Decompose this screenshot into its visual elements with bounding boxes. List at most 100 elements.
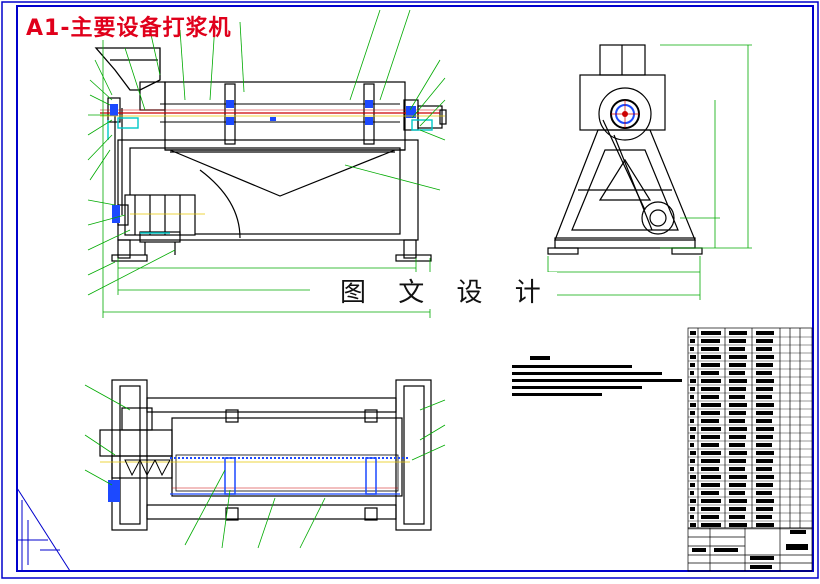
side-view [547, 44, 703, 255]
side-pulley [610, 99, 640, 129]
pulley-icon [641, 201, 675, 235]
parts-row-cell [756, 475, 774, 479]
parts-row-cell [690, 467, 694, 471]
parts-row-cell [690, 371, 694, 375]
parts-row-cell [756, 379, 774, 383]
parts-row-cell [701, 427, 721, 431]
parts-row-cell [690, 523, 696, 527]
parts-row-cell [701, 459, 720, 463]
parts-row-cell [729, 371, 745, 375]
parts-row-cell [756, 459, 773, 463]
parts-row-cell [756, 395, 772, 399]
parts-row-cell [729, 499, 747, 503]
parts-row-cell [756, 483, 773, 487]
technical-notes [512, 356, 682, 396]
parts-row-cell [756, 427, 774, 431]
parts-row-cell [729, 467, 745, 471]
parts-row-cell [729, 363, 746, 367]
parts-row-cell [690, 331, 696, 335]
parts-row-cell [701, 523, 721, 527]
parts-row-cell [701, 443, 719, 447]
parts-row-cell [756, 387, 773, 391]
title-block-fills [692, 530, 808, 569]
front-view [94, 47, 447, 262]
parts-row-cell [729, 507, 746, 511]
motor-icon [124, 194, 196, 236]
parts-row-cell [701, 395, 719, 399]
leader-lines-top [84, 384, 446, 549]
parts-row-cell [756, 499, 774, 503]
parts-row-cell [701, 451, 721, 455]
parts-row-cell [690, 443, 694, 447]
parts-row-cell [729, 347, 745, 351]
parts-row-cell [729, 395, 745, 399]
dimensions-front [102, 40, 431, 318]
parts-row-cell [756, 523, 774, 527]
parts-row-cell [756, 435, 773, 439]
cyan-accents [107, 117, 433, 234]
dimensions-side [547, 44, 752, 300]
parts-row-cell [701, 515, 719, 519]
parts-row-cell [690, 411, 695, 415]
parts-row-cell [729, 435, 746, 439]
parts-row-cell [729, 411, 746, 415]
parts-row-cell [756, 403, 774, 407]
parts-row-cell [690, 339, 695, 343]
parts-row-cell [701, 363, 720, 367]
parts-row-cell [701, 507, 720, 511]
parts-row-cell [690, 403, 696, 407]
parts-row-cell [756, 507, 773, 511]
parts-row-cell [690, 459, 695, 463]
top-view-screen [100, 457, 410, 502]
parts-row-cell [756, 347, 772, 351]
parts-row-cell [701, 387, 720, 391]
watermark-text: 图 文 设 计 [336, 272, 557, 309]
parts-row-cell [690, 379, 696, 383]
parts-row-cell [690, 387, 695, 391]
parts-row-cell [729, 523, 747, 527]
parts-row-cell [729, 515, 745, 519]
parts-row-cell [690, 395, 694, 399]
parts-row-cell [729, 355, 747, 359]
parts-row-cell [690, 363, 695, 367]
parts-row-cell [701, 355, 721, 359]
parts-row-cell [690, 451, 696, 455]
parts-row-cell [729, 379, 747, 383]
parts-row-cell [690, 507, 695, 511]
parts-row-cell [756, 331, 774, 335]
parts-row-cell [690, 491, 694, 495]
parts-row-cell [701, 491, 719, 495]
parts-row-cell [701, 379, 721, 383]
leader-lines-front [87, 9, 446, 296]
parts-row-cell [701, 483, 720, 487]
parts-row-cell [701, 435, 720, 439]
parts-row-cell [729, 475, 747, 479]
parts-row-cell [701, 403, 721, 407]
parts-row-cell [701, 467, 719, 471]
parts-row-cell [690, 355, 696, 359]
parts-row-cell [729, 427, 747, 431]
parts-row-cell [729, 339, 746, 343]
parts-row-cell [756, 443, 772, 447]
drawing-title: A1-主要设备打浆机 [26, 16, 232, 41]
parts-row-cell [729, 491, 745, 495]
parts-row-cell [690, 475, 696, 479]
parts-row-cell [701, 331, 721, 335]
parts-row-cell [701, 371, 719, 375]
parts-row-cell [690, 483, 695, 487]
bolts [110, 100, 416, 223]
parts-row-cell [756, 491, 772, 495]
parts-row-cell [756, 451, 774, 455]
parts-row-cell [701, 411, 720, 415]
parts-row-cell [690, 435, 695, 439]
parts-row-cell [690, 427, 696, 431]
parts-row-cell [756, 515, 772, 519]
parts-row-cell [701, 339, 720, 343]
parts-row-cell [729, 331, 747, 335]
parts-row-cell [729, 443, 745, 447]
parts-row-cell [729, 451, 747, 455]
parts-rows [688, 331, 812, 530]
